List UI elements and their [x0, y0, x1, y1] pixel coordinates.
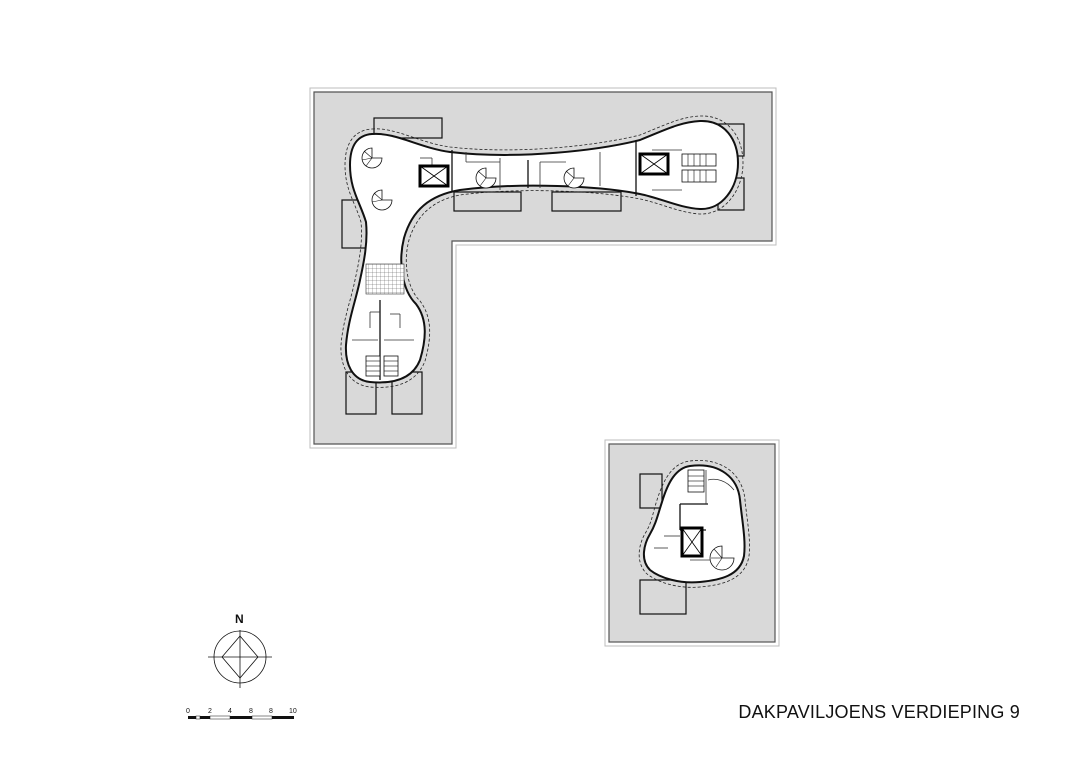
elevator-shafts-l: [418, 152, 670, 188]
scale-seg: [209, 715, 231, 720]
stairs-square: [687, 469, 735, 571]
compass-label: N: [235, 612, 244, 626]
scale-tick-4: 8: [269, 708, 273, 715]
terraces-square: [639, 473, 687, 615]
scale-seg: [230, 716, 252, 719]
interior-walls-l: [352, 140, 682, 380]
elevator-shaft-square: [680, 526, 704, 558]
drawing-title: DAKPAVILJOENS VERDIEPING 9: [738, 702, 1020, 722]
scale-bar: 0 2 4 8 8 10: [186, 708, 297, 720]
spiral-stairs-l: [361, 147, 585, 211]
scale-seg: [272, 716, 294, 719]
hatched-corridor: [365, 263, 405, 295]
north-compass: N: [208, 612, 272, 688]
scale-seg: [195, 715, 201, 720]
scale-seg: [200, 716, 210, 719]
square-roof-pavilion: [604, 439, 780, 647]
scale-tick-0: 0: [186, 708, 190, 715]
scale-seg: [188, 716, 196, 719]
scale-tick-2: 4: [228, 708, 232, 715]
scale-tick-1: 2: [208, 708, 212, 715]
scale-tick-5: 10: [289, 708, 297, 715]
scale-tick-3: 8: [249, 708, 253, 715]
straight-stairs-l: [365, 153, 717, 377]
scale-seg: [251, 715, 273, 720]
l-shaped-roof-building: [309, 87, 777, 449]
